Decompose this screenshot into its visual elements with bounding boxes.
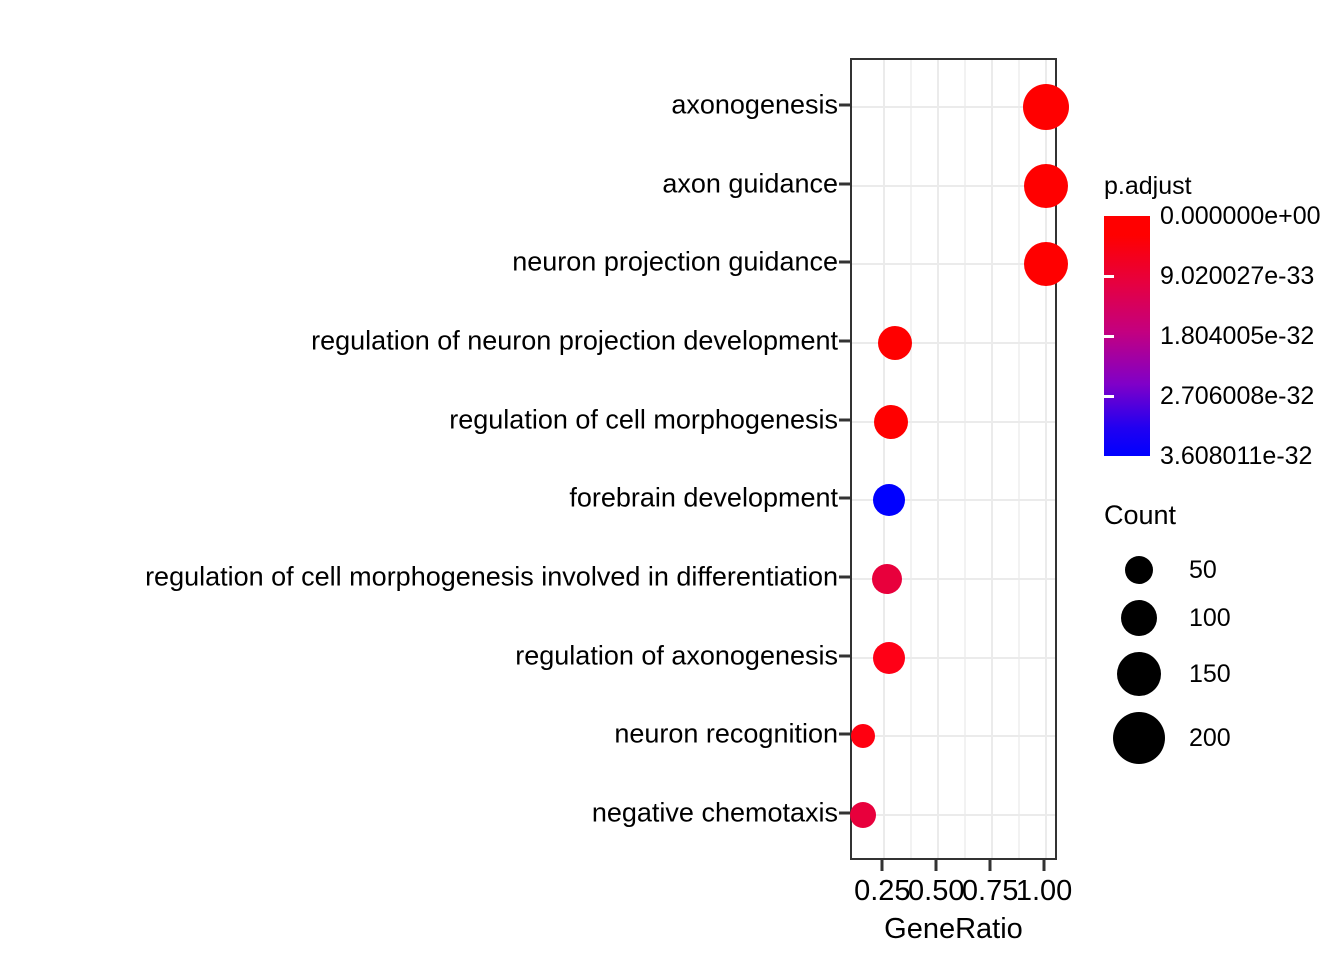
grid-line-major-vertical [883, 60, 886, 858]
size-legend-key-dot [1125, 556, 1153, 584]
x-axis-tick-mark [934, 860, 938, 871]
y-axis-tick-label: regulation of axonogenesis [515, 640, 838, 671]
y-axis-tick-label: negative chemotaxis [591, 797, 838, 828]
color-legend-title: p.adjust [1104, 172, 1192, 200]
grid-line-major-horizontal [852, 342, 1055, 345]
x-axis-tick-mark [1042, 860, 1046, 871]
data-point [872, 641, 905, 674]
y-axis-tick-mark [839, 811, 850, 815]
size-legend-key-label: 100 [1189, 604, 1231, 632]
grid-line-minor-vertical [1018, 60, 1021, 858]
y-axis-tick-label: neuron projection guidance [512, 246, 838, 277]
y-axis-labels: axonogenesis axon guidance neuron projecti… [145, 89, 850, 828]
color-legend-tick-mark [1104, 335, 1114, 338]
y-axis-tick-mark [839, 732, 850, 736]
color-legend-tick-mark [1104, 395, 1114, 398]
x-axis-tick-label: 0.50 [908, 875, 965, 907]
y-axis-tick-mark [839, 575, 850, 579]
size-legend-key-label: 150 [1189, 660, 1231, 688]
size-legend-key-label: 50 [1189, 556, 1217, 584]
color-legend-tick-label: 3.608011e-32 [1160, 442, 1313, 470]
grid-line-major-horizontal [852, 184, 1055, 187]
x-axis-tick-mark [988, 860, 992, 871]
y-axis-tick-mark [839, 103, 850, 107]
x-axis-title: GeneRatio [884, 913, 1023, 945]
y-axis-tick-label: regulation of cell morphogenesis involve… [145, 561, 838, 592]
grid-line-major-horizontal [852, 106, 1055, 109]
grid-line-major-vertical [1045, 60, 1048, 858]
x-axis-tick-label: 0.75 [961, 875, 1019, 907]
y-axis-tick-label: neuron recognition [614, 718, 838, 749]
data-point [849, 801, 876, 828]
data-point [873, 404, 908, 439]
plot-panel-clip [852, 60, 1055, 858]
color-legend-tick-mark [1094, 275, 1104, 278]
y-axis-tick-label: regulation of neuron projection developm… [311, 325, 838, 356]
grid-line-minor-vertical [964, 60, 967, 858]
grid-line-major-horizontal [852, 577, 1055, 580]
grid-line-major-horizontal [852, 420, 1055, 423]
color-legend-tick-label: 0.000000e+00 [1160, 202, 1321, 230]
color-legend-tick-label: 1.804005e-32 [1160, 322, 1315, 350]
y-axis-tick-mark [839, 496, 850, 500]
y-axis-tick-mark [839, 260, 850, 264]
grid-line-major-horizontal [852, 656, 1055, 659]
data-point [1024, 242, 1069, 287]
size-legend-title: Count [1104, 500, 1177, 530]
data-point [871, 563, 902, 594]
size-legend-key-dot [1113, 712, 1165, 764]
size-legend-key-dot [1117, 652, 1161, 696]
x-axis-tick-mark [880, 860, 884, 871]
color-legend-tick-label: 9.020027e-33 [1160, 262, 1315, 290]
y-axis-tick-label: axonogenesis [671, 89, 838, 120]
color-legend-tick-mark [1104, 275, 1114, 278]
color-legend-tick-label: 2.706008e-32 [1160, 382, 1315, 410]
plot-panel [849, 58, 1070, 860]
size-legend-key-label: 200 [1189, 724, 1231, 752]
x-axis-tick-label: 1.00 [1015, 875, 1073, 907]
y-axis-tick-mark [839, 418, 850, 422]
x-axis-tick-label: 0.25 [854, 875, 911, 907]
data-point [872, 484, 905, 517]
grid-line-major-horizontal [852, 499, 1055, 502]
y-axis-tick-mark [839, 654, 850, 658]
grid-line-major-horizontal [852, 263, 1055, 266]
grid-line-major-vertical [937, 60, 940, 858]
data-point [1023, 84, 1070, 131]
y-axis-tick-mark [839, 339, 850, 343]
data-point [850, 724, 875, 749]
color-legend-tick-mark [1094, 335, 1104, 338]
color-legend-tick-mark [1094, 395, 1104, 398]
y-axis-tick-label: forebrain development [569, 482, 838, 513]
data-point [1024, 163, 1069, 208]
grid-line-major-horizontal [852, 735, 1055, 738]
size-legend-key-dot [1121, 600, 1157, 636]
y-axis-tick-mark [839, 182, 850, 186]
grid-line-major-vertical [991, 60, 994, 858]
grid-line-major-horizontal [852, 813, 1055, 816]
grid-line-minor-vertical [910, 60, 913, 858]
y-axis-tick-label: regulation of cell morphogenesis [449, 404, 838, 435]
y-axis-tick-label: axon guidance [662, 168, 838, 199]
data-point [878, 326, 913, 361]
